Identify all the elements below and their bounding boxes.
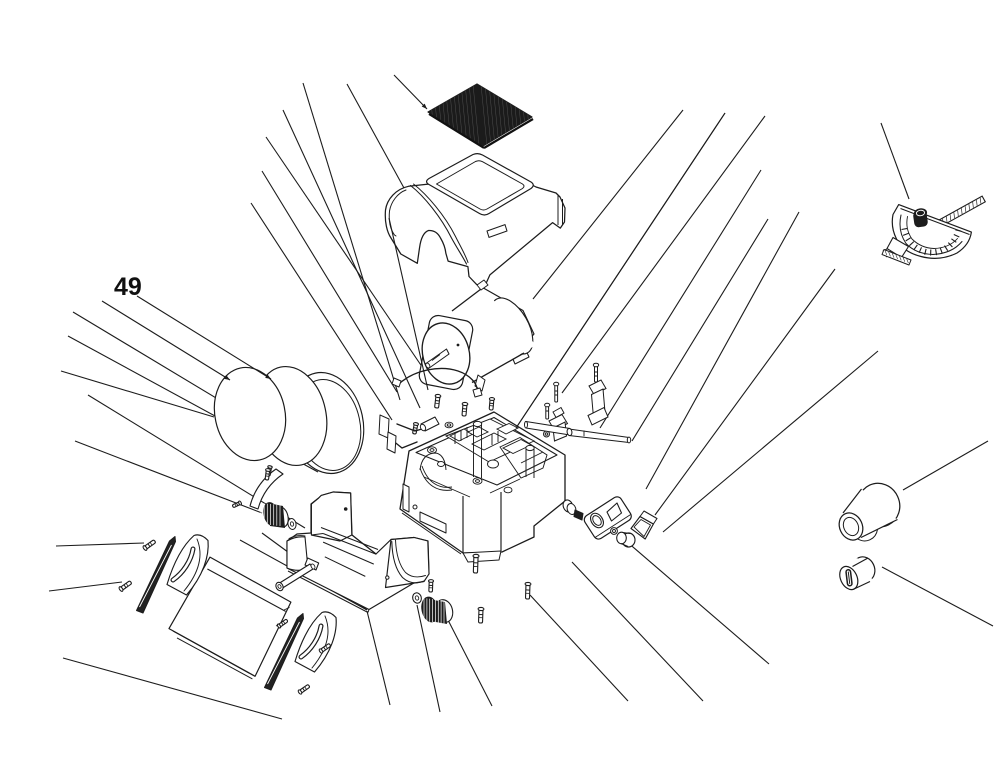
svg-text:49: 49 xyxy=(114,273,142,301)
